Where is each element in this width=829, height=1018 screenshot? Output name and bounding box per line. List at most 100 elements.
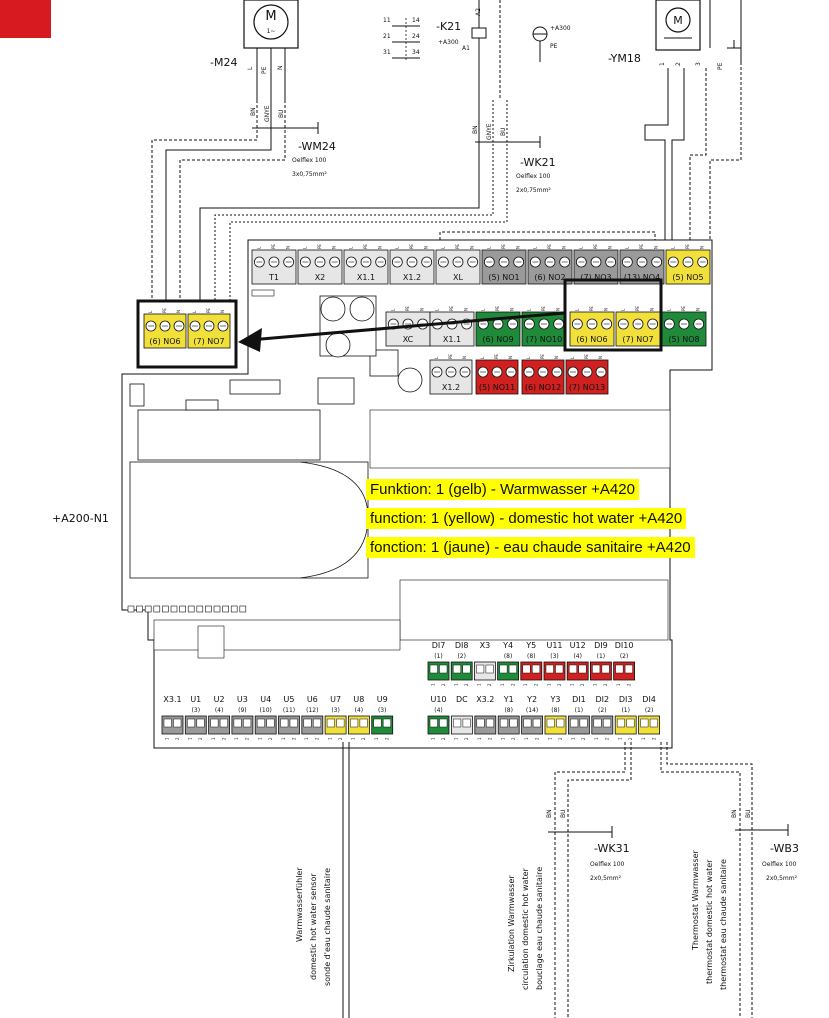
connector-name: U12: [570, 641, 586, 650]
cable-wm24: BN GNYE BU -WM24 Oelflex 100 3x0,75mm²: [250, 105, 336, 178]
relay-contact: 11: [383, 17, 391, 24]
pin-number: 1: [523, 683, 528, 686]
pin-label: L: [480, 308, 485, 311]
terminal-label: (5) NO11: [479, 383, 515, 392]
pin-label: N: [220, 310, 225, 313]
terminal-label: XC: [403, 335, 414, 344]
sensor-label-line: sonde d'eau chaude sanitaire: [323, 868, 332, 986]
pin-label: L: [486, 246, 491, 249]
sensor-label-line: circulation domestic hot water: [521, 868, 530, 991]
pin-hole: [196, 605, 204, 613]
pin-label: L: [440, 246, 445, 249]
connector-number: (1): [575, 707, 584, 714]
connector-name: DI7: [432, 641, 446, 650]
connector-number: (8): [504, 707, 513, 714]
pin-label: PE: [681, 306, 686, 311]
terminal-label: (13) NO4: [624, 273, 660, 282]
pin-hole: [239, 605, 247, 613]
connector-name: DI2: [595, 695, 609, 704]
pin-label: N: [696, 308, 701, 311]
wire-code: BN: [731, 809, 738, 818]
pin-number: 1: [500, 683, 505, 686]
pin-label: PE: [589, 306, 594, 311]
pin-label: L: [148, 310, 153, 313]
pin-label: PE: [593, 244, 598, 249]
pe-label: PE: [550, 43, 558, 50]
pin-label: PE: [685, 244, 690, 249]
cable-size: 2x0,5mm²: [590, 875, 622, 882]
pin-label: L: [570, 356, 575, 359]
pin-label: N: [508, 356, 513, 359]
pin-number: 1: [430, 737, 435, 740]
terminal-label: (7) NO10: [526, 335, 562, 344]
pin-label: N: [562, 246, 567, 249]
pin-number: 2: [268, 737, 273, 740]
connector-name: X3.2: [476, 695, 494, 704]
pin-number: 2: [511, 737, 516, 740]
wire-code: BU: [278, 109, 285, 118]
relay-contact: 14: [412, 17, 420, 24]
terminal-label: (6) NO2: [534, 273, 565, 282]
pin-label: L: [532, 246, 537, 249]
connector-name: U10: [430, 695, 446, 704]
connector-name: Y3: [550, 695, 561, 704]
connector-number: (3): [331, 707, 340, 714]
pin-label: PE: [448, 354, 453, 359]
pin-label: L: [578, 246, 583, 249]
pin-hole: [127, 605, 135, 613]
connector-number: (1): [621, 707, 630, 714]
pin-label: L: [434, 308, 439, 311]
pin-label: L: [302, 246, 307, 249]
pin-label: N: [556, 308, 561, 311]
terminal-label: (6) NO12: [525, 383, 561, 392]
pin-label: PE: [639, 244, 644, 249]
pin-hole: [222, 605, 229, 613]
connector-number: (1): [434, 653, 443, 660]
terminal-label: X1.1: [443, 335, 461, 344]
pin-label: L: [670, 246, 675, 249]
pin-label: PE: [584, 354, 589, 359]
pin-number: 1: [281, 737, 286, 740]
pin-number: 1: [211, 737, 216, 740]
motor-ym18-symbol: M: [673, 14, 683, 27]
pin-number: 2: [626, 683, 631, 686]
pin-number: 1: [617, 737, 622, 740]
motor-ym18-terminal: 1: [659, 62, 666, 66]
corner-marker: [0, 0, 51, 38]
pin-label: PE: [540, 354, 545, 359]
terminal-label: XL: [453, 273, 463, 282]
pin-number: 1: [188, 737, 193, 740]
pin-number: 2: [175, 737, 180, 740]
pin-label: PE: [317, 244, 322, 249]
pin-number: 1: [524, 737, 529, 740]
pin-label: N: [378, 246, 383, 249]
pin-number: 1: [351, 737, 356, 740]
pin-number: 2: [441, 737, 446, 740]
sensor-label-line: Warmwasserfühler: [295, 867, 304, 942]
pin-number: 1: [234, 737, 239, 740]
pin-hole: [205, 605, 212, 613]
cable-wb3: BN BU -WB3 Oelflex 100 2x0,5mm²: [731, 809, 799, 882]
pe-symbol: +A300 PE: [532, 25, 571, 62]
pin-label: L: [624, 246, 629, 249]
pin-label: L: [526, 308, 531, 311]
sensor-label-line: thermostat domestic hot water: [705, 859, 714, 984]
connector-name: U9: [377, 695, 388, 704]
motor-ym18-terminal: 3: [695, 62, 702, 66]
pin-label: PE: [162, 308, 167, 313]
